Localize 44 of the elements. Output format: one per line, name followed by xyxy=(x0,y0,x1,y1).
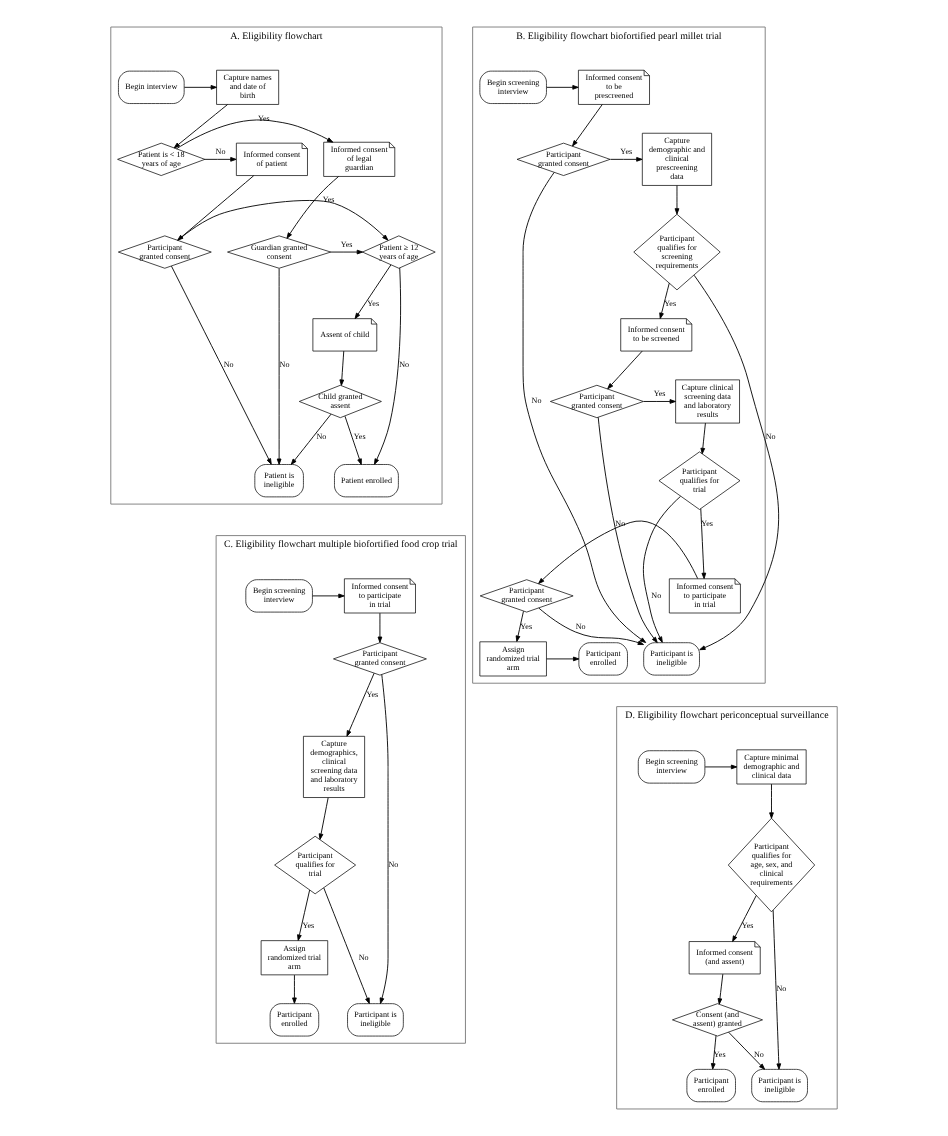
arrow xyxy=(204,157,237,162)
arrow xyxy=(538,607,644,645)
arrow xyxy=(728,1031,766,1070)
arrow xyxy=(339,350,345,386)
arrow xyxy=(607,350,643,390)
arrow xyxy=(769,783,774,819)
arrow xyxy=(522,171,647,643)
arrow xyxy=(642,495,681,643)
arrow xyxy=(700,422,706,455)
arrow xyxy=(643,399,676,404)
arrow xyxy=(538,520,699,584)
arrow xyxy=(176,119,334,150)
arrow xyxy=(693,274,780,651)
arrow xyxy=(330,249,364,255)
arrow xyxy=(297,889,311,941)
arrow xyxy=(710,1035,717,1070)
arrow xyxy=(704,764,738,770)
arrow xyxy=(276,268,282,465)
arrow xyxy=(173,104,228,149)
arrow xyxy=(374,267,402,465)
arrow xyxy=(597,416,658,644)
arrow xyxy=(183,85,217,90)
arrow xyxy=(312,593,345,599)
arrow xyxy=(323,887,370,1005)
arrow xyxy=(515,610,524,642)
arrow xyxy=(659,282,670,319)
arrow xyxy=(674,185,680,215)
arrow xyxy=(609,157,643,162)
arrow xyxy=(717,973,724,1005)
arrow xyxy=(346,672,375,737)
arrow xyxy=(286,176,340,239)
arrow xyxy=(171,265,272,465)
arrow xyxy=(379,674,389,1004)
arrow xyxy=(318,797,329,840)
arrow xyxy=(292,974,297,1004)
arrow xyxy=(732,895,757,942)
arrow xyxy=(572,104,603,147)
arrow xyxy=(377,612,383,643)
arrow xyxy=(546,656,580,662)
arrow xyxy=(290,413,332,465)
arrow xyxy=(772,909,782,1070)
arrow xyxy=(546,85,579,90)
arrow xyxy=(344,415,362,465)
arrow xyxy=(354,264,392,320)
